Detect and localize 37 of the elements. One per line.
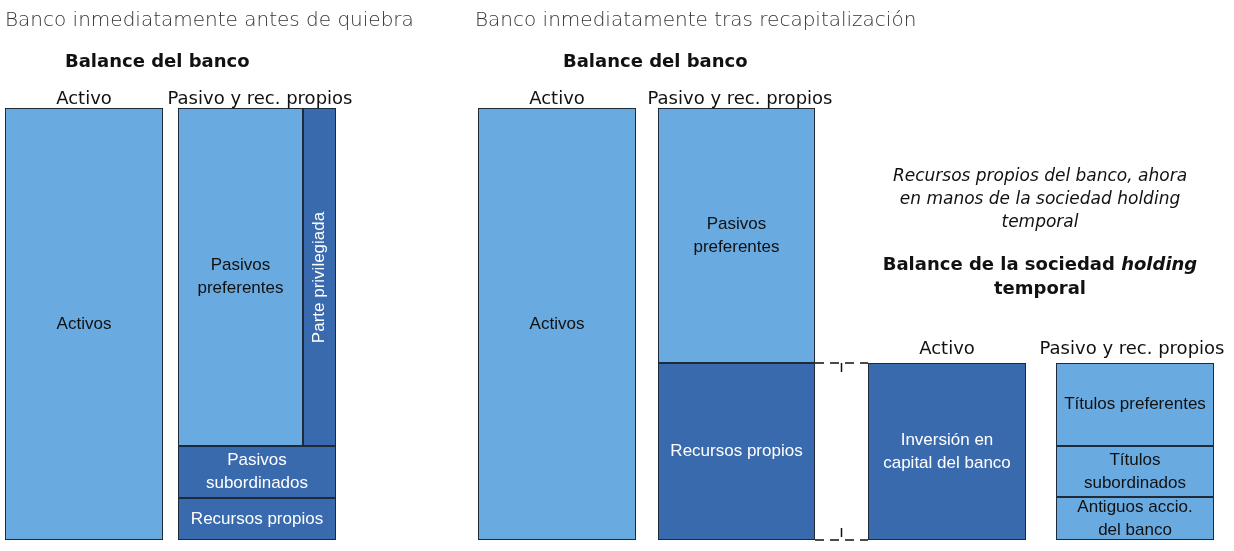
balance-block xyxy=(868,363,1026,540)
block-label: Títulos preferentes xyxy=(1064,393,1206,416)
block-label: Pasivos subordinados xyxy=(204,449,310,494)
column-heading: Activo xyxy=(918,336,976,360)
balance-block xyxy=(178,108,303,446)
block-label: Recursos propios xyxy=(670,440,803,463)
dashed-connector xyxy=(814,362,869,541)
balance-block xyxy=(5,108,163,540)
block-label: Inversión en capital del banco xyxy=(882,428,1012,474)
balance-block xyxy=(303,108,336,446)
section-heading: Balance del banco xyxy=(65,49,251,73)
column-heading: Activo xyxy=(528,86,586,110)
diagram-heading: Banco inmediatamente antes de quiebra xyxy=(5,6,415,33)
column-heading: Pasivo y rec. propios xyxy=(646,86,834,110)
explanatory-note: Recursos propios del banco, ahora en manos de la sociedad holding temporal xyxy=(891,164,1189,233)
balance-block xyxy=(658,363,815,540)
balance-block xyxy=(1056,497,1214,540)
block-label: Activos xyxy=(529,312,585,335)
balance-block xyxy=(178,498,336,540)
block-label: Pasivos preferentes xyxy=(196,254,285,299)
diagram-heading: Banco inmediatamente tras recapitalización xyxy=(475,6,918,33)
balance-block xyxy=(178,446,336,498)
balance-block xyxy=(1056,363,1214,446)
block-label: Antiguos accio. del banco xyxy=(1076,495,1194,541)
balance-block xyxy=(1056,446,1214,497)
balance-block xyxy=(478,108,636,540)
block-label: Parte privilegiada xyxy=(308,211,330,343)
block-label: Recursos propios xyxy=(190,507,324,530)
block-label: Títulos subordinados xyxy=(1082,448,1188,494)
section-heading: Balance de la sociedad holding temporal xyxy=(881,252,1199,301)
block-label: Pasivos preferentes xyxy=(692,212,781,258)
section-heading: Balance del banco xyxy=(563,49,749,73)
column-heading: Pasivo y rec. propios xyxy=(166,86,354,110)
column-heading: Pasivo y rec. propios xyxy=(1038,336,1226,360)
balance-block xyxy=(658,108,815,363)
block-label: Activos xyxy=(56,312,112,335)
column-heading: Activo xyxy=(55,86,113,110)
